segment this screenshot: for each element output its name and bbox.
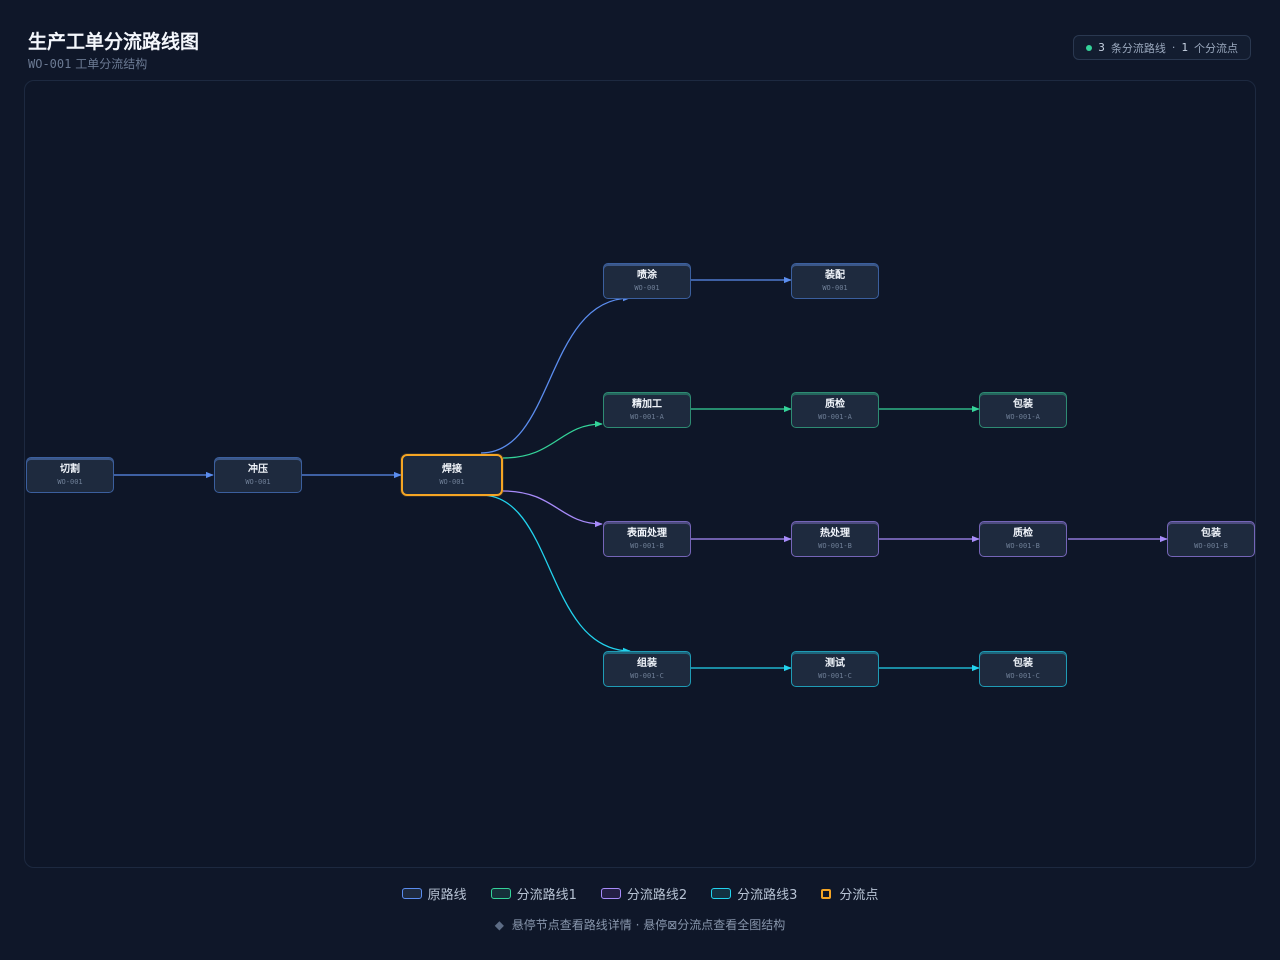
node-label: 焊接 [442, 463, 462, 475]
node-code: WO-001 [439, 477, 465, 486]
work-order-code: WO-001 [28, 57, 72, 71]
node-painting[interactable]: 喷涂 WO-001 [603, 263, 691, 299]
node-code: WO-001-C [818, 671, 852, 680]
node-packaging-c[interactable]: 包装 WO-001-C [979, 651, 1067, 687]
node-welding-split-point[interactable]: 焊接 WO-001 [401, 454, 503, 496]
node-assemble[interactable]: 组装 WO-001-C [603, 651, 691, 687]
legend-item-main: 原路线 [401, 884, 467, 903]
legend: 原路线 分流路线1 分流路线2 分流路线3 分流点 [0, 884, 1280, 903]
node-code: WO-001 [634, 283, 660, 292]
legend-swatch-route1 [490, 888, 511, 899]
diagram-canvas: 切割 WO-001 冲压 WO-001 焊接 WO-001 喷涂 WO-001 … [24, 80, 1256, 868]
routes-count: 3 [1098, 41, 1105, 54]
node-label: 包装 [1013, 657, 1033, 669]
status-dot-icon [1086, 44, 1093, 51]
legend-swatch-main [401, 888, 422, 899]
node-finishing[interactable]: 精加工 WO-001-A [603, 392, 691, 428]
legend-item-route1: 分流路线1 [490, 884, 577, 903]
legend-label: 分流路线1 [516, 888, 577, 903]
node-testing[interactable]: 测试 WO-001-C [791, 651, 879, 687]
legend-item-split: 分流点 [821, 884, 878, 903]
legend-item-route3: 分流路线3 [711, 884, 797, 903]
node-label: 包装 [1201, 527, 1221, 539]
connector-layer [114, 276, 1168, 672]
hint-text: ◆ 悬停节点查看路线详情 · 悬停⊠分流点查看全图结构 [0, 916, 1280, 933]
node-label: 质检 [825, 398, 845, 410]
node-label: 组装 [637, 657, 657, 669]
node-code: WO-001 [245, 477, 271, 486]
node-assembly[interactable]: 装配 WO-001 [791, 263, 879, 299]
node-label: 精加工 [632, 398, 662, 410]
node-label: 表面处理 [627, 527, 667, 539]
node-code: WO-001-C [630, 671, 664, 680]
node-label: 包装 [1013, 398, 1033, 410]
hint-message: 悬停节点查看路线详情 · 悬停⊠分流点查看全图结构 [511, 918, 786, 932]
edge-weld-surface [502, 490, 603, 528]
node-code: WO-001 [822, 283, 848, 292]
node-label: 质检 [1013, 527, 1033, 539]
node-label: 测试 [825, 657, 845, 669]
node-code: WO-001-A [630, 412, 664, 421]
node-code: WO-001-B [1194, 541, 1228, 550]
node-label: 切割 [60, 463, 80, 475]
edge-weld-finishing [502, 420, 603, 459]
edge-weld-assemble [480, 494, 631, 655]
node-label: 装配 [825, 269, 845, 281]
legend-swatch-split [821, 888, 832, 899]
splits-text: 个分流点 [1194, 41, 1238, 55]
page-subtitle: WO-001 工单分流结构 [28, 55, 147, 72]
node-code: WO-001-B [1006, 541, 1040, 550]
node-packaging-b[interactable]: 包装 WO-001-B [1167, 521, 1255, 557]
legend-label: 原路线 [427, 888, 467, 903]
node-stamping[interactable]: 冲压 WO-001 [214, 457, 302, 493]
legend-label: 分流路线3 [737, 888, 798, 903]
node-code: WO-001-A [1006, 412, 1040, 421]
node-code: WO-001 [57, 477, 83, 486]
node-label: 热处理 [820, 527, 850, 539]
node-label: 喷涂 [637, 269, 657, 281]
legend-item-route2: 分流路线2 [600, 884, 688, 903]
legend-swatch-route2 [600, 888, 621, 899]
node-packaging-a[interactable]: 包装 WO-001-A [979, 392, 1067, 428]
legend-swatch-route3 [711, 888, 732, 899]
page-title: 生产工单分流路线图 [28, 31, 200, 53]
node-cutting[interactable]: 切割 WO-001 [26, 457, 114, 493]
node-qc-b[interactable]: 质检 WO-001-B [979, 521, 1067, 557]
summary-badge: 3 条分流路线 · 1 个分流点 [1073, 35, 1251, 60]
node-code: WO-001-A [818, 412, 852, 421]
splits-count: 1 [1181, 41, 1188, 54]
node-code: WO-001-B [818, 541, 852, 550]
routes-text: 条分流路线 [1110, 41, 1166, 55]
edge-weld-paint [480, 294, 631, 454]
badge-separator: · [1171, 41, 1176, 54]
node-code: WO-001-B [630, 541, 664, 550]
node-heat-treatment[interactable]: 热处理 WO-001-B [791, 521, 879, 557]
node-label: 冲压 [248, 463, 268, 475]
node-code: WO-001-C [1006, 671, 1040, 680]
node-qc-a[interactable]: 质检 WO-001-A [791, 392, 879, 428]
legend-label: 分流路线2 [626, 888, 688, 903]
diamond-icon: ◆ [494, 918, 504, 932]
node-surface-treatment[interactable]: 表面处理 WO-001-B [603, 521, 691, 557]
subtitle-text: 工单分流结构 [75, 57, 148, 71]
legend-label: 分流点 [839, 888, 879, 903]
